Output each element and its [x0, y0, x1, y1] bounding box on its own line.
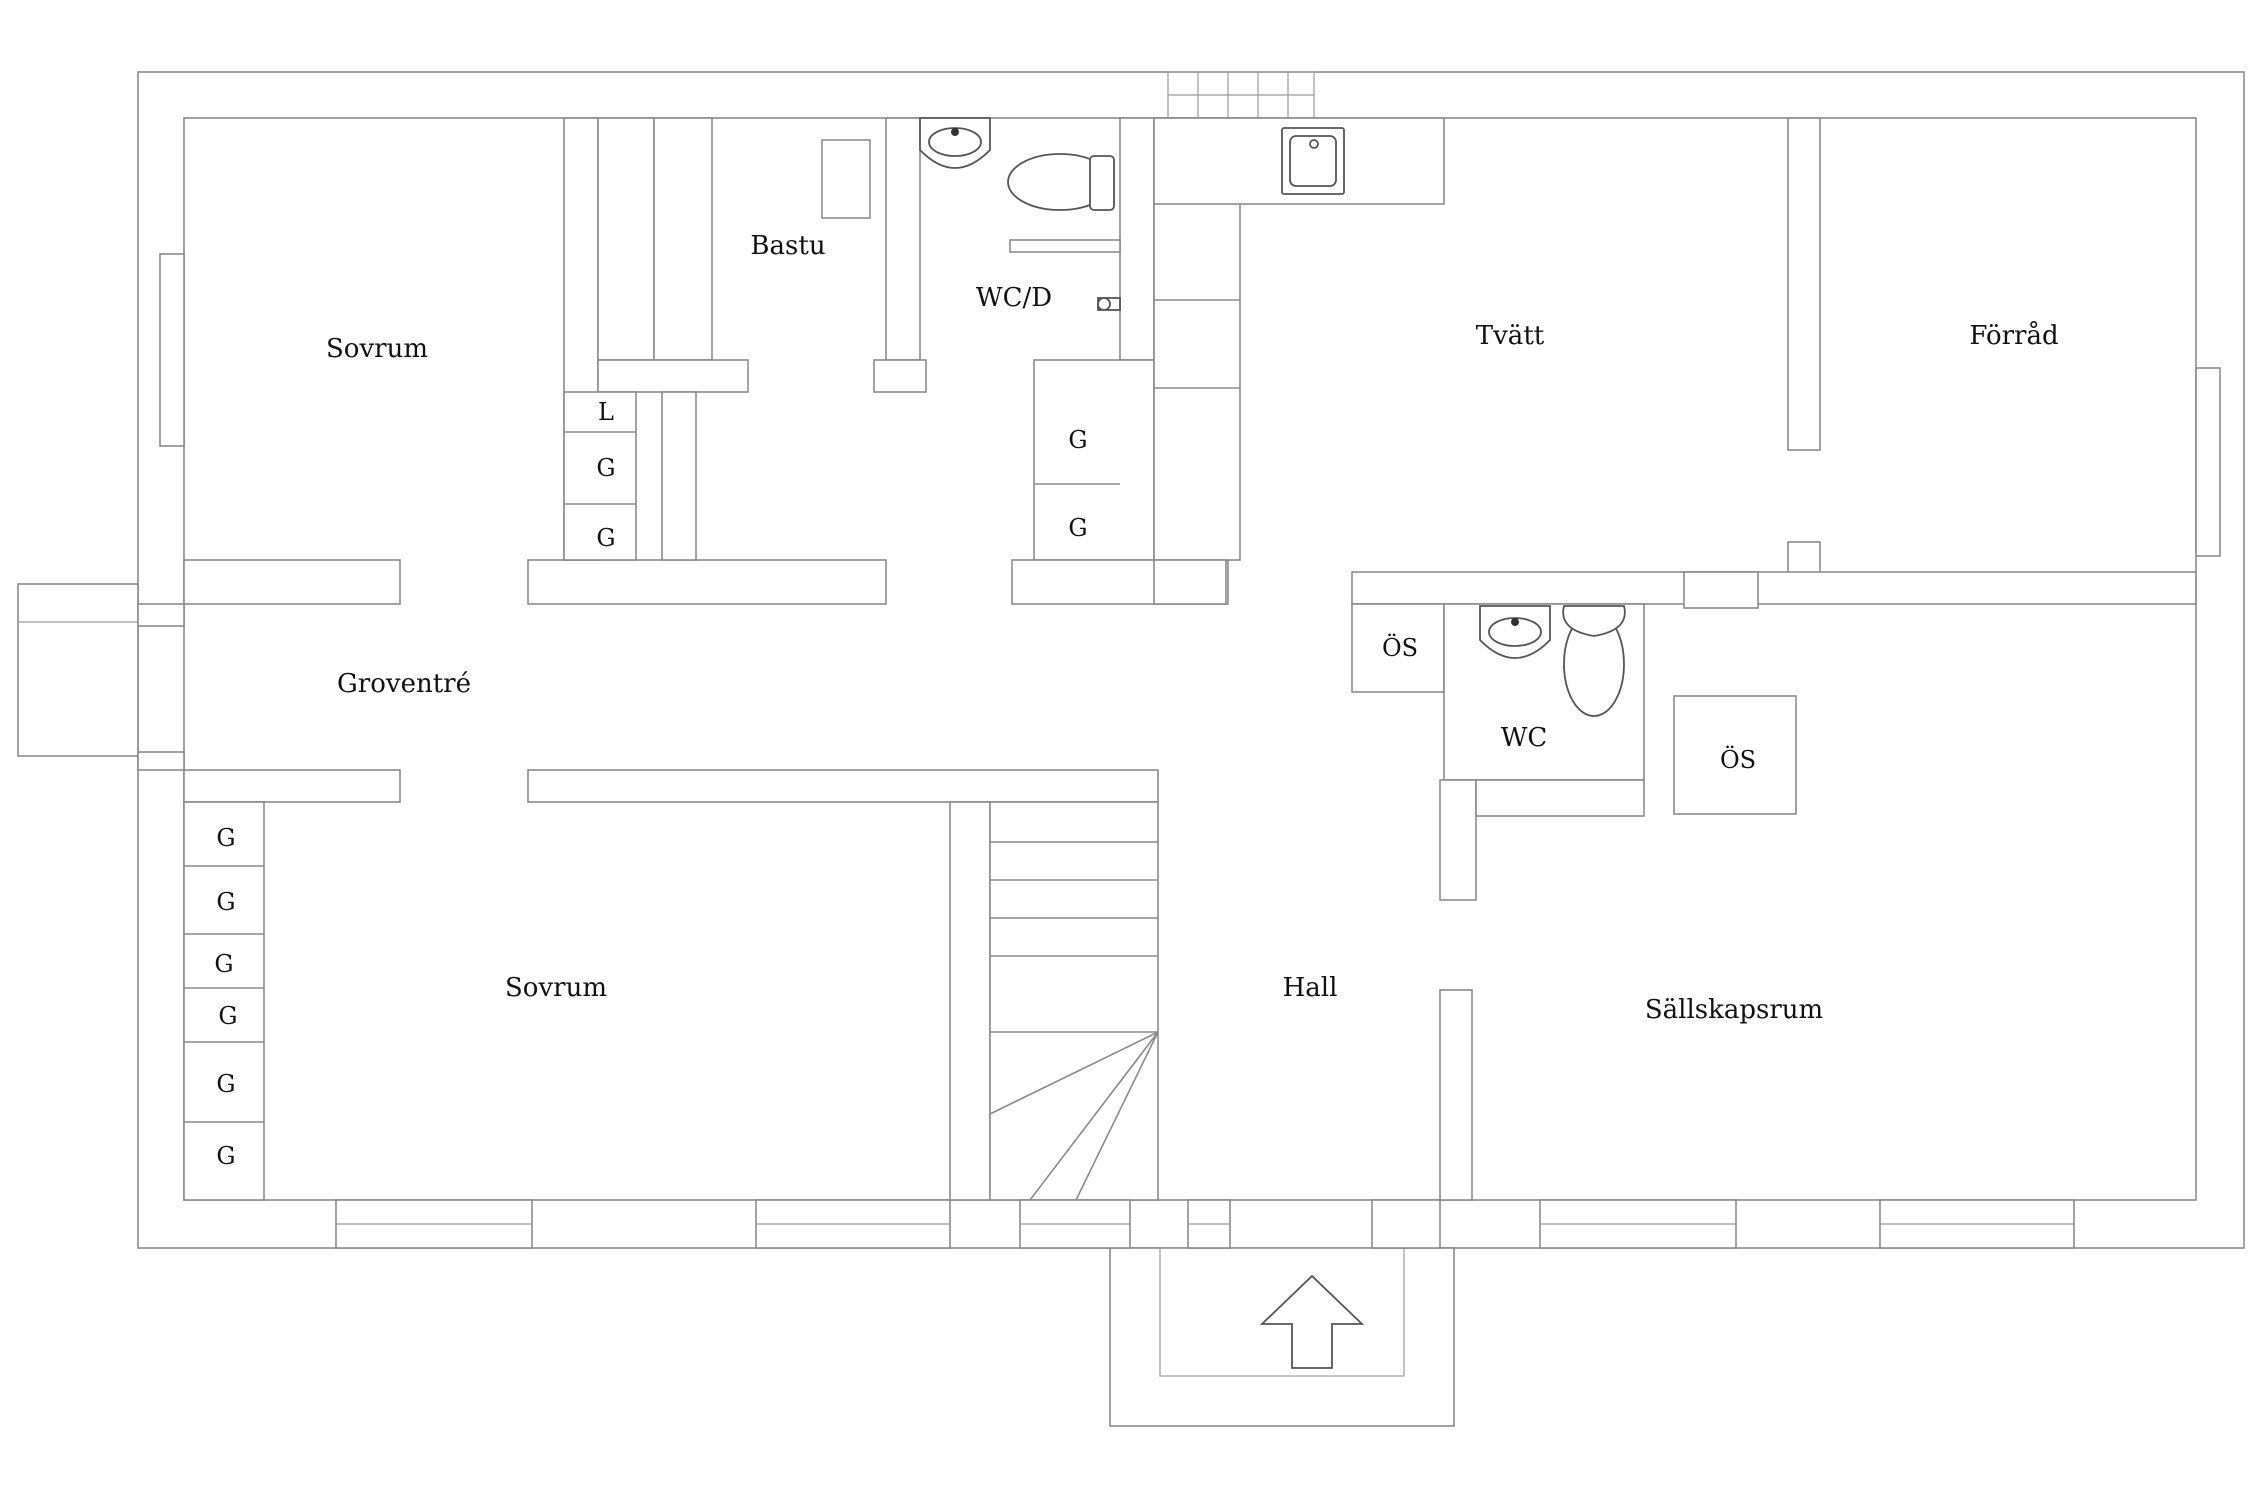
- room-label-forrad: Förråd: [1969, 320, 2058, 351]
- closet-label-g: G: [596, 454, 615, 482]
- sauna-heater: [821, 139, 871, 219]
- fixtures: [821, 117, 1626, 717]
- sink-icon: [1479, 605, 1551, 659]
- wardrobe-label-g: G: [216, 1142, 235, 1170]
- entrance-arrow-icon: [1259, 1274, 1365, 1369]
- closet-label-g: G: [596, 524, 615, 552]
- closet-label-os: ÖS: [1382, 633, 1418, 662]
- closet-label-os: ÖS: [1720, 745, 1756, 774]
- room-label-wcd: WC/D: [976, 283, 1052, 313]
- toilet-icon: [1562, 605, 1626, 717]
- room-label-groventre: Groventré: [337, 669, 471, 699]
- closet-label-l: L: [598, 398, 614, 426]
- room-label-sallskapsrum: Sällskapsrum: [1645, 995, 1823, 1025]
- interior-walls: [137, 117, 2221, 1249]
- left-annex: [17, 583, 139, 757]
- wardrobe-label-g: G: [216, 1070, 235, 1098]
- laundry-sink-icon: [1281, 127, 1345, 195]
- room-label-bastu: Bastu: [750, 231, 825, 261]
- room-label-sovrum-top: Sovrum: [326, 334, 428, 364]
- room-label-tvatt: Tvätt: [1476, 321, 1545, 351]
- room-label-hall: Hall: [1283, 973, 1338, 1003]
- storage-labels: L G G G G ÖS ÖS G G G G G G: [214, 398, 1756, 1170]
- sink-icon: [919, 117, 991, 169]
- wardrobe-label-g: G: [216, 888, 235, 916]
- wardrobe-label-g: G: [218, 1002, 237, 1030]
- room-label-wc: WC: [1501, 723, 1548, 753]
- wardrobe-label-g: G: [216, 824, 235, 852]
- closet-label-g: G: [1068, 514, 1087, 542]
- front-porch: [1109, 1247, 1455, 1427]
- shower-tap-icon: [1097, 297, 1121, 311]
- closet-label-g: G: [1068, 426, 1087, 454]
- room-labels: Sovrum Bastu WC/D Tvätt Förråd Groventré…: [326, 231, 2059, 1025]
- wardrobe-label-g: G: [214, 950, 233, 978]
- toilet-icon: [1007, 153, 1115, 211]
- room-label-sovrum-bottom: Sovrum: [505, 973, 607, 1003]
